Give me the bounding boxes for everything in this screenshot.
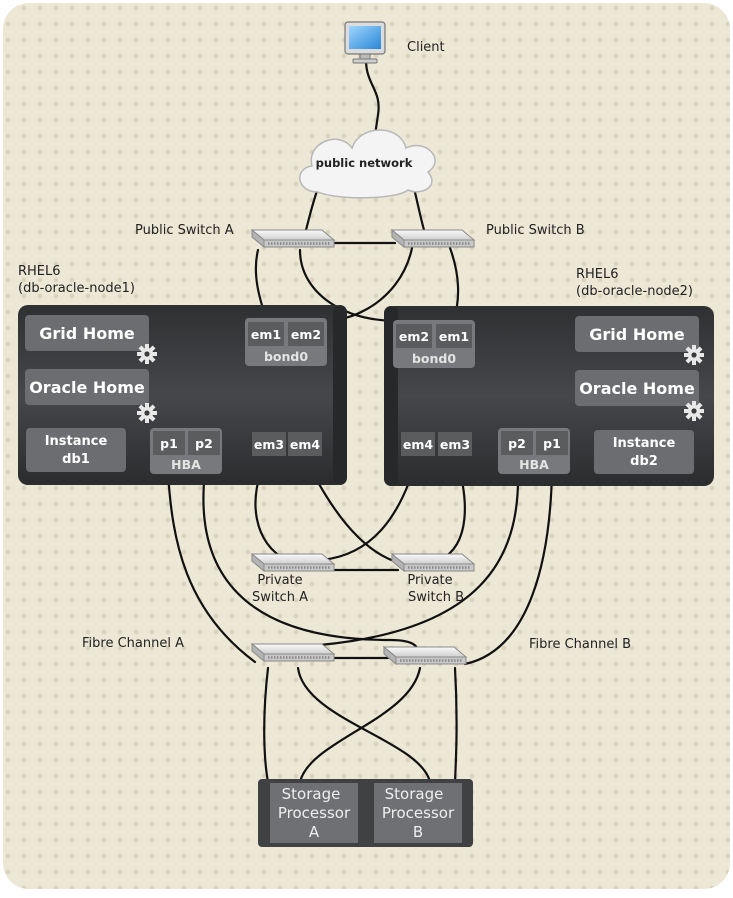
storage-array: Storage Processor A Storage Processor B <box>258 779 473 847</box>
node2-grid-home-label: Grid Home <box>589 325 685 344</box>
node1-port-em4 <box>288 432 322 456</box>
background-dot-pattern <box>3 3 730 889</box>
node1-os-label: RHEL6 <box>18 264 61 279</box>
node1-port-em2 <box>288 322 324 346</box>
cloud-label: public network <box>316 156 413 170</box>
node2-port-p1 <box>536 431 568 455</box>
public-switch-a-label: Public Switch A <box>135 223 234 238</box>
storage-processor-a-box <box>270 783 358 843</box>
node2-oracle-home-box <box>575 370 699 406</box>
fibre-channel-a-icon <box>250 642 336 663</box>
node1-port-em4-label: em4 <box>290 437 321 452</box>
storage-a-line2: Processor <box>278 804 351 822</box>
node1-hostname-label: (db-oracle-node1) <box>18 281 135 296</box>
node1-port-em2-label: em2 <box>291 327 321 342</box>
node1-grid-gear-icon <box>137 344 157 364</box>
private-switch-b-icon <box>390 552 476 573</box>
node2-port-em3-label: em3 <box>440 437 470 452</box>
node2-bond0-label: bond0 <box>412 351 456 366</box>
node2-port-em3 <box>438 432 472 456</box>
node2-hostname-label: (db-oracle-node2) <box>576 284 693 299</box>
node1-instance-line1: Instance <box>45 434 108 449</box>
public-switch-b-label: Public Switch B <box>486 223 585 238</box>
node1-oracle-home-box <box>25 369 149 405</box>
node1-instance-line2: db1 <box>62 452 90 467</box>
node2-port-em2 <box>396 324 432 348</box>
public-switch-a-icon <box>250 228 336 249</box>
wire-node2-p2-fca <box>318 470 520 647</box>
node2-instance-line1: Instance <box>613 436 676 451</box>
node2-oracle-gear-icon <box>684 401 704 421</box>
wire-node1-p2-fcb <box>202 470 420 657</box>
node2-grid-gear-icon <box>684 345 704 365</box>
storage-a-line1: Storage <box>282 785 341 803</box>
private-switch-a-line1: Private <box>257 573 302 588</box>
node2-port-p2 <box>501 431 533 455</box>
node1-instance-box <box>26 428 126 472</box>
node2-port-em4-label: em4 <box>403 437 434 452</box>
public-switch-b-icon <box>390 228 476 249</box>
node2-instance-box <box>594 430 694 474</box>
private-switch-b-line2: Switch B <box>408 590 464 605</box>
node1-grid-home-box <box>25 315 149 351</box>
wire-fcb-spa <box>298 666 422 784</box>
node2-port-em1-label: em1 <box>439 329 469 344</box>
wire-node2-p1-fcb <box>463 470 554 666</box>
node2-port-p2-label: p2 <box>508 436 526 451</box>
node1-port-p2-label: p2 <box>195 436 213 451</box>
node1-hba-label: HBA <box>171 457 201 472</box>
private-switch-a-line2: Switch A <box>252 590 308 605</box>
wire-node1-p1-fca <box>166 470 257 664</box>
node2-instance-line2: db2 <box>630 454 658 469</box>
wire-fcb-spb <box>453 666 458 784</box>
node1-port-em1-label: em1 <box>251 327 281 342</box>
node1-port-em3-label: em3 <box>254 437 284 452</box>
fibre-channel-b-icon <box>382 645 468 666</box>
wire-fca-spa <box>263 666 270 784</box>
storage-a-line3: A <box>309 823 320 841</box>
client-monitor-icon <box>344 21 386 64</box>
node1-bond0-label: bond0 <box>264 349 308 364</box>
storage-b-line2: Processor <box>382 804 455 822</box>
node1-port-em3 <box>252 432 286 456</box>
node1-oracle-home-label: Oracle Home <box>29 378 145 397</box>
node1-port-em1 <box>248 322 284 346</box>
wire-client-cloud <box>364 58 380 137</box>
storage-b-line1: Storage <box>385 785 444 803</box>
private-switch-a-icon <box>250 552 336 573</box>
node2-os-label: RHEL6 <box>576 267 619 282</box>
node1-server: Grid Home Oracle Home Instance db1 em1 e… <box>18 305 347 485</box>
node2-port-em1 <box>436 324 472 348</box>
fibre-channel-a-label: Fibre Channel A <box>82 636 184 651</box>
wire-fca-spb <box>296 666 432 784</box>
node2-oracle-home-label: Oracle Home <box>579 379 695 398</box>
node1-port-p2 <box>188 431 220 455</box>
node2-port-p1-label: p1 <box>543 436 561 451</box>
private-switch-b-line1: Private <box>407 573 452 588</box>
node2-port-em2-label: em2 <box>399 329 429 344</box>
client-label: Client <box>407 40 445 55</box>
node2-hba-label: HBA <box>519 457 549 472</box>
fibre-channel-b-label: Fibre Channel B <box>529 637 631 652</box>
node1-port-p1-label: p1 <box>160 436 178 451</box>
node2-port-em4 <box>401 432 435 456</box>
node1-oracle-gear-icon <box>137 403 157 423</box>
node2-grid-home-box <box>575 316 699 352</box>
node2-server: Grid Home Oracle Home Instance db2 em2 e… <box>384 306 714 486</box>
storage-processor-b-box <box>374 783 462 843</box>
storage-b-line3: B <box>413 823 423 841</box>
cloud-icon <box>299 129 436 199</box>
node1-port-p1 <box>153 431 185 455</box>
node1-grid-home-label: Grid Home <box>39 324 135 343</box>
